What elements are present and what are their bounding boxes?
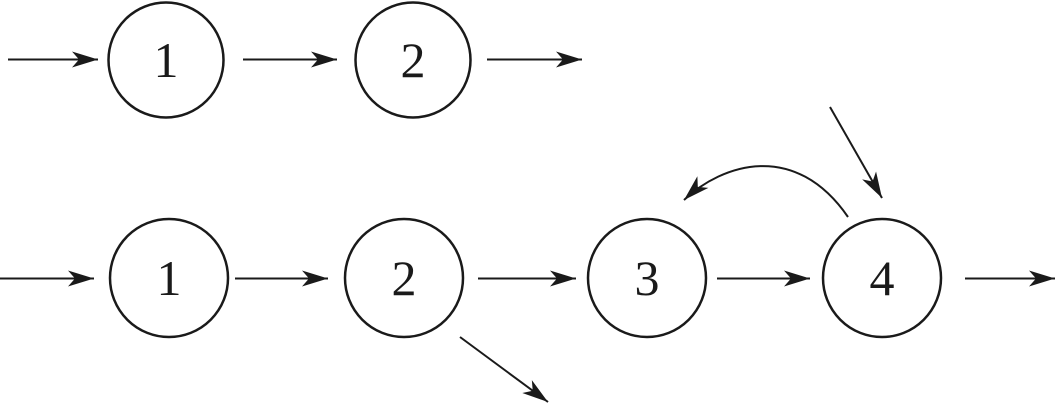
bottom-external-arrival-arrow <box>829 106 883 199</box>
top-node-2-circle <box>354 1 472 119</box>
bottom-node-3-circle <box>586 217 708 339</box>
bottom-node-1-label: 1 <box>157 250 182 306</box>
bottom-node-2-label: 2 <box>392 250 417 306</box>
top-node-1-label: 1 <box>154 32 179 88</box>
bottom-node-4-label: 4 <box>870 250 895 306</box>
bottom-node-3-label: 3 <box>635 250 660 306</box>
top-node-2-label: 2 <box>401 32 426 88</box>
bottom-feedback-arrow-4-3 <box>683 165 849 218</box>
bottom-node-4-circle <box>821 217 943 339</box>
bottom-branch-departure-arrow <box>459 336 549 403</box>
bottom-node-2-circle <box>343 217 465 339</box>
top-node-1-circle <box>107 1 225 119</box>
bottom-node-1-circle <box>108 217 230 339</box>
node-labels: 1 2 1 2 3 4 <box>154 32 895 306</box>
